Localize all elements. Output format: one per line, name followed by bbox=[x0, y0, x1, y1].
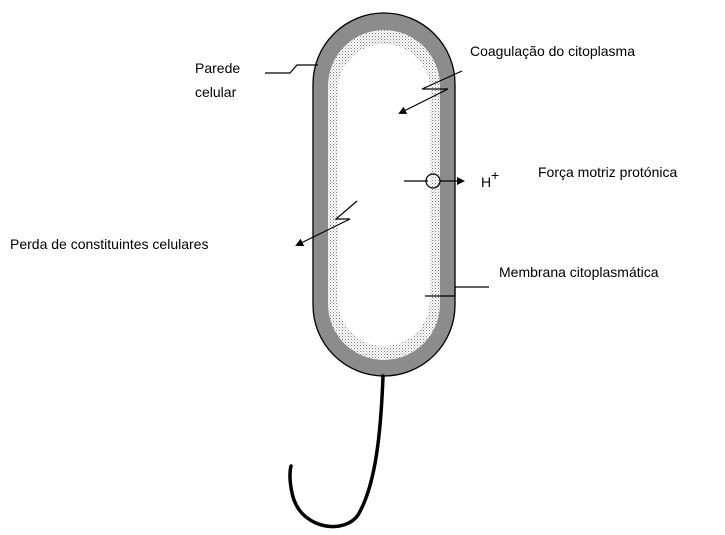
cytoplasmic-membrane-label: Membrana citoplasmática bbox=[499, 264, 659, 280]
flagellum bbox=[290, 376, 383, 527]
proton-motive-force-label: Força motriz protónica bbox=[538, 164, 677, 180]
cell-wall-label-line1: Parede bbox=[195, 60, 240, 76]
loss-of-constituents-label: Perda de constituintes celulares bbox=[10, 236, 208, 252]
cell-wall-pointer bbox=[265, 65, 318, 73]
proton-charge: + bbox=[491, 167, 499, 183]
proton-symbol: H bbox=[481, 174, 491, 190]
cell-wall-label-line2: celular bbox=[195, 84, 237, 100]
cytoplasm-coagulation-label: Coagulação do citoplasma bbox=[470, 43, 635, 59]
cytoplasm bbox=[338, 44, 430, 346]
